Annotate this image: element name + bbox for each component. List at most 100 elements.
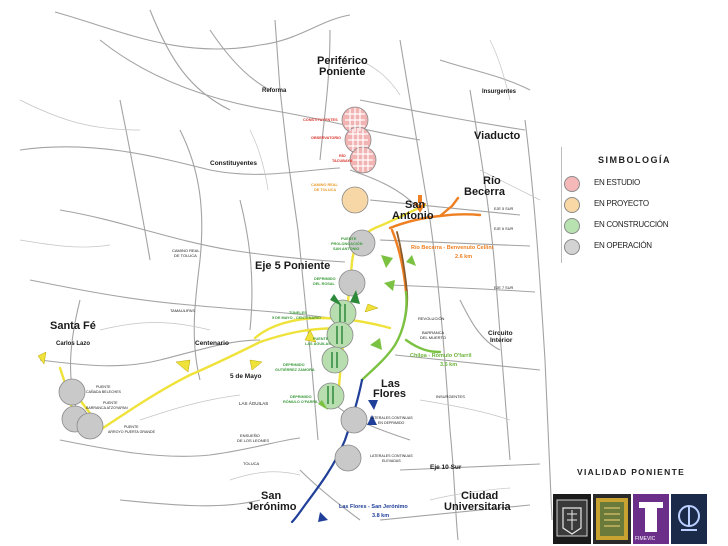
node-label-puente-aguilas-2: LAS ÁGUILAS <box>305 341 331 346</box>
node-label-romulo: DEPRIMIDO <box>290 395 312 399</box>
label-insurgentes-mid: INSURGENTES <box>436 394 465 399</box>
yellow-route-west <box>68 326 347 432</box>
node-label-lat-elevadas: LATERALES CONTINUAS <box>370 454 413 458</box>
orange-branch <box>438 196 460 218</box>
label-eje10: Eje 10 Sur <box>430 464 462 471</box>
label-ciudad: Ciudad <box>461 490 498 502</box>
label-barranca-2: DEL MUERTO <box>420 335 446 340</box>
legend-label: EN PROYECTO <box>594 199 649 208</box>
node-label-puente-prol-3: SAN ANTONIO <box>333 247 359 251</box>
label-insurgentes-top: Insurgentes <box>482 89 517 95</box>
route-label-chilpa-km: 3.5 km <box>440 362 457 368</box>
arrow-icon <box>406 255 416 266</box>
legend-item-project: EN PROYECTO <box>562 196 703 214</box>
label-santa-fe: Santa Fé <box>50 320 96 332</box>
node-arroyo[interactable] <box>76 412 104 440</box>
node-label-lat-deprimido-2: EN DEPRIMIDO <box>378 421 405 425</box>
arrow-icon <box>370 338 382 350</box>
legend-item-operation: EN OPERACIÓN <box>562 238 703 256</box>
label-constituyentes: Constituyentes <box>210 160 257 167</box>
label-camino-real: CAMINO REAL <box>172 248 200 253</box>
label-san-jeronimo-2: Jerónimo <box>247 501 297 513</box>
label-barranca: BARRANCA <box>422 330 445 335</box>
node-prolongacion[interactable] <box>348 229 376 257</box>
legend-item-study: EN ESTUDIO <box>562 175 703 193</box>
label-ensueno: ENSUEÑO <box>240 433 260 438</box>
arrow-icon <box>318 512 328 522</box>
route-label-becerra: Río Becerra - Benvenuto Cellini <box>411 245 494 251</box>
node-label-canada: PUENTE <box>96 385 111 389</box>
node-label-gutierrez: DEPRIMIDO <box>283 363 305 367</box>
arrow-icon <box>350 290 360 304</box>
node-label-constituyentes: CONSTITUYENTES <box>303 118 338 122</box>
node-camino-real[interactable] <box>341 186 369 214</box>
legend-label: EN ESTUDIO <box>594 178 640 187</box>
project-swatch-icon <box>564 197 580 213</box>
label-periferico-2: Poniente <box>319 66 365 78</box>
node-label-lat-deprimido: LATERALES CONTINUAS <box>370 416 413 420</box>
labels: Periférico Poniente Reforma Insurgentes … <box>50 55 521 519</box>
node-canada[interactable] <box>58 378 86 406</box>
label-toluca: TOLUCA <box>243 461 259 466</box>
arrow-icon <box>330 294 342 306</box>
road-network-minor <box>19 39 541 501</box>
label-periferico: Periférico <box>317 55 368 67</box>
node-tuneles-2[interactable] <box>326 321 354 349</box>
legend-panel: SIMBOLOGÍA EN ESTUDIO EN PROYECTO EN CON… <box>561 147 703 263</box>
engineering-logo-icon <box>671 494 707 544</box>
arrow-icon <box>414 195 426 213</box>
label-ensueno-2: DE LOS LEONES <box>237 438 269 443</box>
arrow-icon <box>304 329 317 343</box>
legend-item-construction: EN CONSTRUCCIÓN <box>562 217 703 235</box>
arrow-icon <box>37 351 47 365</box>
node-laterales-elevadas[interactable] <box>334 444 362 472</box>
label-san-antonio-2: Antonio <box>392 210 434 222</box>
arrows <box>37 195 426 522</box>
label-ciudad-2: Universitaria <box>444 501 512 513</box>
logo-strip: FIMEVIC <box>553 494 707 544</box>
label-eje6sur: EJE 6 SUR <box>494 227 513 231</box>
node-label-tuneles: TÚNELES <box>289 310 307 315</box>
route-label-chilpa: Chilpa - Rómulo O'farril <box>410 353 472 359</box>
arrow-icon <box>381 255 393 268</box>
node-rosal[interactable] <box>338 269 366 297</box>
label-las-aguilas: LAS ÁGUILAS <box>239 400 268 406</box>
operation-swatch-icon <box>564 239 580 255</box>
label-rio-becerra-2: Becerra <box>464 186 506 198</box>
legend-title: SIMBOLOGÍA <box>598 155 671 165</box>
node-gutierrez[interactable] <box>321 346 349 374</box>
node-romulo[interactable] <box>317 382 345 410</box>
yellow-route-loop <box>253 316 392 340</box>
city-seal-icon <box>593 494 631 544</box>
label-tamaulipas: TAMAULIPAS <box>170 308 195 313</box>
label-camino-real-2: DE TOLUCA <box>174 253 197 258</box>
arrow-icon <box>249 359 263 371</box>
node-label-camino-2: DE TOLUCA <box>314 188 336 192</box>
node-label-camino: CAMINO REAL <box>311 183 338 187</box>
yellow-route-north <box>343 203 427 330</box>
study-swatch-icon <box>564 176 580 192</box>
green-route <box>360 290 408 382</box>
node-label-puente-prol-2: PROLONGACIÓN <box>331 241 363 246</box>
route-label-flores-km: 3.8 km <box>372 513 389 519</box>
label-rio-becerra: Río <box>483 175 501 187</box>
label-las-flores: Las <box>381 378 400 390</box>
node-laterales-deprimido[interactable] <box>340 406 368 434</box>
construction-bars <box>327 304 346 404</box>
fimevic-logo-icon <box>633 494 669 544</box>
node-label-rio: RÍO <box>339 153 346 158</box>
node-label-lat-elevadas-2: ELEVADAS <box>382 459 401 463</box>
node-label-barranca: PUENTE <box>103 401 118 405</box>
arrow-icon <box>368 400 378 410</box>
node-label-rosal: DEPRIMIDO <box>314 277 336 281</box>
arrow-icon <box>364 303 379 313</box>
label-carlos-lazo: Carlos Lazo <box>56 341 90 347</box>
road-network <box>19 9 553 541</box>
arrow-icon <box>175 359 191 373</box>
node-label-tuneles-2: 5 DE MAYO - CENTENARIO <box>272 316 321 320</box>
label-san-antonio: San <box>405 199 425 211</box>
label-revolucion: REVOLUCIÓN <box>418 316 445 321</box>
label-san-jeronimo: San <box>261 490 281 502</box>
